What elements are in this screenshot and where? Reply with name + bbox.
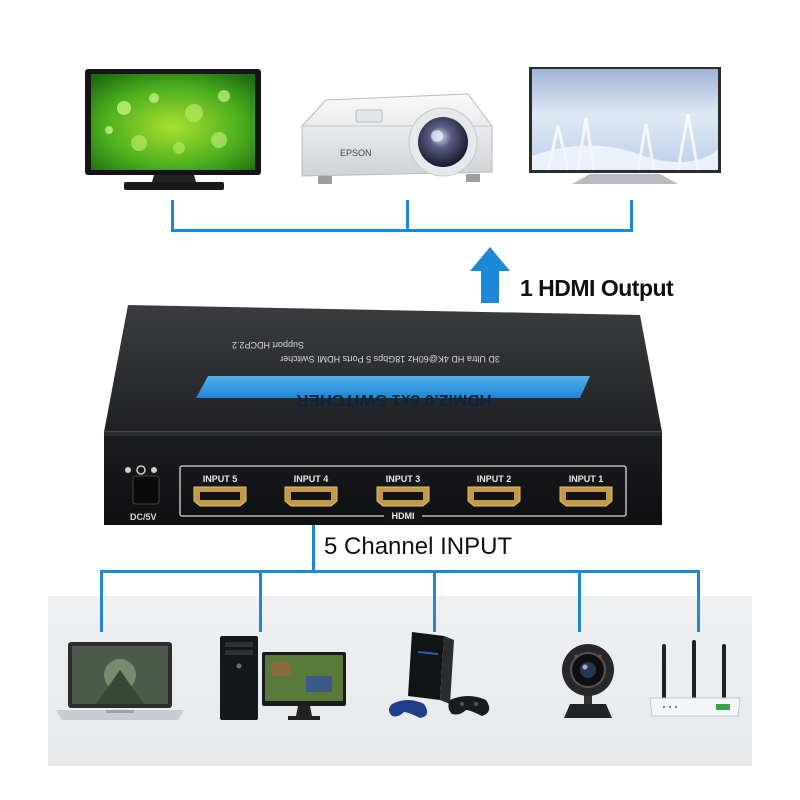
input-label: 5 Channel INPUT bbox=[324, 533, 513, 560]
port-label-4: INPUT 4 bbox=[294, 474, 329, 484]
router-icon bbox=[649, 640, 741, 717]
input-drop-camera bbox=[578, 570, 581, 632]
input-trunk-line bbox=[312, 525, 315, 573]
output-drop-tv bbox=[171, 200, 174, 232]
output-label: 1 HDMI Output bbox=[520, 275, 674, 301]
smart-tv-icon bbox=[529, 67, 721, 184]
tv-icon bbox=[85, 69, 261, 190]
output-drop-projector bbox=[406, 200, 409, 232]
output-arrow-icon bbox=[470, 247, 510, 303]
desktop-pc-icon bbox=[220, 636, 346, 720]
laptop-icon bbox=[56, 642, 184, 720]
port-label-5: INPUT 5 bbox=[203, 474, 238, 484]
hdmi-port-2: INPUT 2 bbox=[467, 474, 521, 507]
power-label: DC/5V bbox=[130, 512, 157, 522]
hdmi-frame-label: HDMI bbox=[392, 511, 415, 521]
projector-icon: EPSON bbox=[301, 93, 493, 184]
input-drop-laptop bbox=[100, 570, 103, 632]
port-label-3: INPUT 3 bbox=[386, 474, 421, 484]
security-camera-icon bbox=[562, 644, 614, 718]
input-bus-line bbox=[100, 570, 700, 573]
hdmi-port-1: INPUT 1 bbox=[559, 474, 613, 507]
input-drop-pc bbox=[259, 570, 262, 632]
projector-brand: EPSON bbox=[340, 148, 372, 158]
hdmi-port-3: INPUT 3 bbox=[376, 474, 430, 507]
switcher-subtitle-2: Support HDCP2.2 bbox=[232, 340, 304, 350]
input-drop-router bbox=[697, 570, 700, 632]
switcher-title: HDMI2.0 5x1 SWITCHER bbox=[296, 391, 492, 410]
hdmi-port-5: INPUT 5 bbox=[193, 474, 247, 507]
port-label-2: INPUT 2 bbox=[477, 474, 512, 484]
port-label-1: INPUT 1 bbox=[569, 474, 604, 484]
output-drop-smart-tv bbox=[630, 200, 633, 232]
switcher-subtitle-1: 3D Ultra HD 4K@60Hz 18Gbps 5 Ports HDMI … bbox=[280, 354, 500, 364]
output-bus-line bbox=[171, 229, 633, 232]
input-drop-console bbox=[433, 570, 436, 632]
hdmi-port-4: INPUT 4 bbox=[284, 474, 338, 507]
game-console-icon bbox=[389, 632, 490, 718]
